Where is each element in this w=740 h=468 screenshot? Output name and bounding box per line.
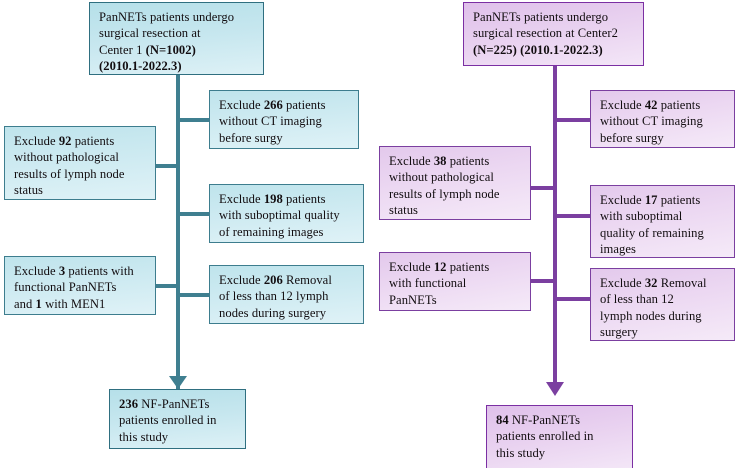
center2-exclusion-no-ct: Exclude 42 patients without CT imaging b… — [590, 90, 735, 148]
center1-exclusion-no-ct: Exclude 266 patients without CT imaging … — [209, 90, 359, 149]
center2-ex3-line2: with suboptimal — [600, 209, 683, 224]
center2-ex4-line2: with functional — [389, 276, 467, 291]
center2-ex5-line4: surgery — [600, 325, 638, 340]
center1-trunk-line — [176, 74, 180, 389]
center1-ex3-line3: of remaining images — [219, 224, 324, 239]
center1-ex3-count: 198 — [263, 192, 283, 206]
center2-trunk-arrowhead — [546, 382, 564, 396]
center1-result-box: 236 NF-PanNETs patients enrolled in this… — [109, 389, 246, 449]
center1-branch-ex3 — [176, 212, 210, 216]
center1-ex4-line2: functional PanNETs — [14, 280, 117, 295]
center2-ex1-count: 42 — [644, 98, 658, 112]
center1-exclusion-lymph-nodes: Exclude 206 Removal of less than 12 lymp… — [209, 265, 364, 324]
center2-source-box: PanNETs patients undergo surgical resect… — [463, 2, 644, 66]
center2-result-box: 84 NF-PanNETs patients enrolled in this … — [486, 405, 633, 468]
center2-result-line3: this study — [496, 445, 546, 460]
center2-exclusion-functional: Exclude 12 patients with functional PanN… — [379, 252, 531, 311]
center2-branch-ex5 — [553, 297, 591, 301]
center2-result-line1: 84 NF-PanNETs — [496, 413, 581, 427]
center2-ex3-count: 17 — [644, 193, 658, 207]
center2-exclusion-suboptimal-quality: Exclude 17 patients with suboptimal qual… — [590, 185, 735, 258]
center1-ex2-line3: results of lymph node — [14, 166, 125, 181]
center1-ex1-count: 266 — [263, 98, 283, 112]
center1-exclusion-functional: Exclude 3 patients with functional PanNE… — [4, 256, 156, 315]
center2-ex2-line1: Exclude 38 patients — [389, 154, 490, 168]
center2-branch-ex3 — [553, 214, 591, 218]
center1-ex3-line1: Exclude 198 patients — [219, 192, 326, 206]
center1-ex2-line4: status — [14, 183, 43, 198]
center1-result-line1: 236 NF-PanNETs — [119, 397, 210, 411]
center2-ex1-line2: without CT imaging — [600, 114, 703, 129]
center2-ex5-count: 32 — [644, 276, 658, 290]
center1-source-line1: PanNETs patients undergo — [99, 10, 235, 24]
center2-ex3-line1: Exclude 17 patients — [600, 193, 701, 207]
center1-ex4-line3: and 1 with MEN1 — [14, 296, 106, 311]
center2-source-period: (2010.1-2022.3) — [520, 42, 603, 57]
center1-ex5-count: 206 — [263, 273, 283, 287]
center1-branch-ex4 — [154, 284, 180, 288]
center1-source-box: PanNETs patients undergo surgical resect… — [89, 2, 264, 75]
center2-ex4-line1: Exclude 12 patients — [389, 260, 490, 274]
center1-ex5-line2: of less than 12 lymph — [219, 289, 329, 304]
center2-source-line1: PanNETs patients undergo — [473, 10, 609, 24]
center2-result-line2: patients enrolled in — [496, 429, 594, 444]
center2-branch-ex2 — [528, 186, 557, 190]
center2-ex3-line4: images — [600, 242, 636, 257]
center2-ex3-line3: quality of remaining — [600, 225, 704, 240]
center1-source-count: (N=1002) — [145, 42, 196, 57]
center2-source-line2: surgical resection at Center2 — [473, 26, 618, 41]
center2-branch-ex1 — [553, 118, 591, 122]
center1-ex1-line2: without CT imaging — [219, 114, 322, 129]
center1-branch-ex5 — [176, 293, 210, 297]
center1-result-line2: patients enrolled in — [119, 413, 217, 428]
center1-source-period: (2010.1-2022.3) — [99, 59, 182, 74]
center2-exclusion-lymph-nodes: Exclude 32 Removal of less than 12 lymph… — [590, 268, 735, 341]
center2-branch-ex4 — [528, 279, 557, 283]
center1-ex5-line1: Exclude 206 Removal — [219, 273, 332, 287]
center1-ex5-line3: nodes during surgery — [219, 305, 327, 320]
center1-source-line3: Center 1 (N=1002) — [99, 42, 196, 57]
center2-ex5-line1: Exclude 32 Removal — [600, 276, 707, 290]
center1-branch-ex1 — [176, 118, 210, 122]
center2-ex5-line2: of less than 12 — [600, 292, 674, 307]
center1-ex1-line3: before surgy — [219, 130, 283, 145]
center2-trunk-line — [553, 66, 557, 392]
center1-source-line2: surgical resection at — [99, 26, 201, 41]
center2-ex1-line3: before surgy — [600, 130, 664, 145]
center2-ex2-line2: without pathological — [389, 170, 494, 185]
center2-result-count: 84 — [496, 413, 509, 427]
center1-branch-ex2 — [154, 164, 180, 168]
center2-ex5-line3: lymph nodes during — [600, 308, 702, 323]
center2-ex4-count: 12 — [433, 260, 447, 274]
center1-ex4-count: 3 — [58, 264, 66, 278]
center1-ex2-count: 92 — [58, 134, 72, 148]
center1-ex2-line1: Exclude 92 patients — [14, 134, 115, 148]
center1-ex2-line2: without pathological — [14, 150, 119, 165]
center1-ex1-line1: Exclude 266 patients — [219, 98, 326, 112]
center1-trunk-arrowhead — [169, 376, 187, 389]
center2-ex2-count: 38 — [433, 154, 447, 168]
center2-exclusion-no-pathology: Exclude 38 patients without pathological… — [379, 146, 531, 220]
center2-source-line3: (N=225) (2010.1-2022.3) — [473, 42, 635, 58]
center2-source-count: (N=225) — [473, 42, 521, 57]
center1-ex4-line1: Exclude 3 patients with — [14, 264, 134, 278]
center1-ex3-line2: with suboptimal quality — [219, 208, 340, 223]
center1-result-line3: this study — [119, 429, 169, 444]
center2-ex2-line3: results of lymph node — [389, 186, 500, 201]
center2-ex1-line1: Exclude 42 patients — [600, 98, 701, 112]
center1-result-count: 236 — [119, 397, 139, 411]
center1-exclusion-suboptimal-quality: Exclude 198 patients with suboptimal qua… — [209, 184, 364, 243]
center1-exclusion-no-pathology: Exclude 92 patients without pathological… — [4, 126, 156, 200]
center1-ex4-men1-count: 1 — [35, 296, 42, 311]
center2-ex2-line4: status — [389, 203, 418, 218]
center2-ex4-line3: PanNETs — [389, 292, 437, 307]
